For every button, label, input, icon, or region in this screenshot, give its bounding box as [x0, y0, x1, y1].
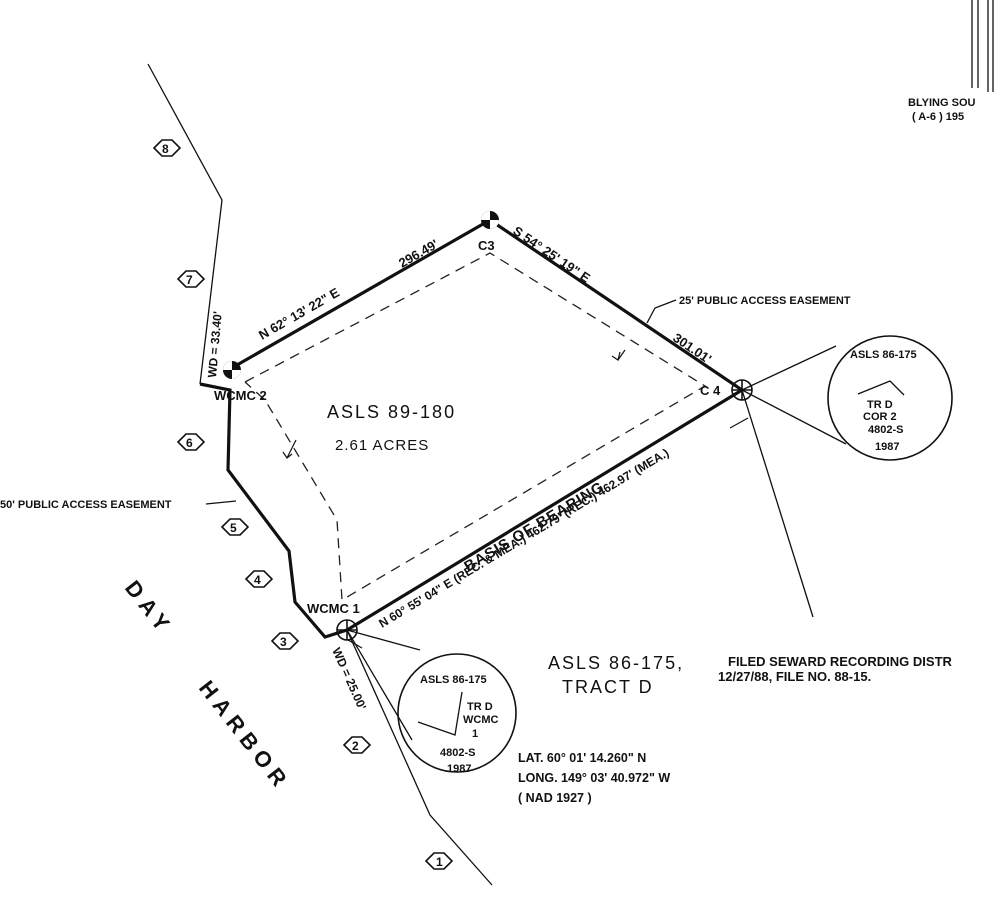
c4-detail-line3: 4802-S	[868, 424, 903, 436]
meander-point-1: 1	[424, 852, 454, 870]
svg-text:3: 3	[280, 635, 287, 649]
c4-detail-line4: 1987	[875, 441, 899, 453]
svg-text:4: 4	[254, 573, 261, 587]
water-body-word1: DAY	[120, 576, 178, 641]
c4-detail-line2: COR 2	[863, 411, 897, 423]
corner-label-wcmc2: WCMC 2	[214, 388, 267, 403]
svg-text:1: 1	[436, 855, 443, 869]
corner-label-c3: C3	[478, 238, 495, 253]
filed-line-1: FILED SEWARD RECORDING DISTR	[728, 654, 953, 669]
parcel-boundary	[229, 218, 745, 632]
datum: ( NAD 1927 )	[518, 791, 592, 805]
detail-callout-c4	[741, 335, 953, 461]
meander-point-7: 7	[176, 270, 206, 288]
shoreline-upper	[147, 63, 223, 385]
c4-detail-title: ASLS 86-175	[850, 349, 917, 361]
meander-point-6: 6	[176, 433, 206, 451]
east-line-distance: 301.01'	[670, 330, 714, 366]
latitude: LAT. 60° 01' 14.260" N	[518, 751, 646, 765]
easement-dashed-line	[244, 252, 707, 602]
corner-label-c4: C 4	[700, 383, 721, 398]
monument-c3-icon	[481, 211, 499, 229]
meander-point-8: 8	[152, 139, 182, 157]
longitude: LONG. 149° 03' 40.972" W	[518, 771, 670, 785]
east-tract-line	[741, 389, 814, 618]
parcel-name: ASLS 89-180	[327, 402, 456, 422]
wd-north: WD = 33.40'	[205, 311, 225, 379]
east-easement-leader	[646, 299, 677, 324]
corner-label-wcmc1: WCMC 1	[307, 601, 360, 616]
c4-detail-line1: TR D	[867, 399, 893, 411]
water-body-word2: HARBOR	[194, 676, 295, 796]
wcmc1-detail-line2: WCMC	[463, 714, 498, 726]
svg-text:2: 2	[352, 739, 359, 753]
wcmc1-detail-line4: 4802-S	[440, 747, 475, 759]
east-easement-label: 25' PUBLIC ACCESS EASEMENT	[679, 295, 851, 307]
detail-callout-wcmc1	[346, 629, 517, 773]
basis-of-bearing: BASIS OF BEARING	[461, 478, 607, 575]
wcmc1-detail-line5: 1987	[447, 763, 471, 775]
wcmc1-detail-title: ASLS 86-175	[420, 674, 487, 686]
svg-text:5: 5	[230, 521, 237, 535]
monument-wcmc2-icon	[223, 361, 241, 379]
top-right-frame	[971, 0, 994, 92]
svg-text:6: 6	[186, 436, 193, 450]
svg-text:7: 7	[186, 273, 193, 287]
top-right-label-1: BLYING SOU	[908, 97, 975, 109]
west-easement-leader	[205, 500, 237, 505]
shoreline-lower	[346, 629, 493, 886]
meander-point-5: 5	[220, 518, 250, 536]
adjacent-tract-id: TRACT D	[562, 677, 654, 697]
adjacent-tract-name: ASLS 86-175,	[548, 653, 684, 673]
svg-text:8: 8	[162, 142, 169, 156]
wcmc1-detail-line1: TR D	[467, 701, 493, 713]
filed-line-2: 12/27/88, FILE NO. 88-15.	[718, 669, 871, 684]
west-easement-label: 50' PUBLIC ACCESS EASEMENT	[0, 499, 172, 511]
parcel-area: 2.61 ACRES	[335, 437, 429, 454]
meander-point-4: 4	[244, 570, 274, 588]
meander-point-3: 3	[270, 632, 300, 650]
east-line-bearing: S 54° 25' 19" E	[510, 223, 593, 286]
west-boundary	[199, 382, 348, 639]
wcmc1-detail-line3: 1	[472, 728, 478, 740]
top-right-label-2: ( A-6 ) 195	[912, 111, 964, 123]
wd-south: WD = 25.00'	[329, 646, 369, 713]
meander-point-2: 2	[342, 736, 372, 754]
